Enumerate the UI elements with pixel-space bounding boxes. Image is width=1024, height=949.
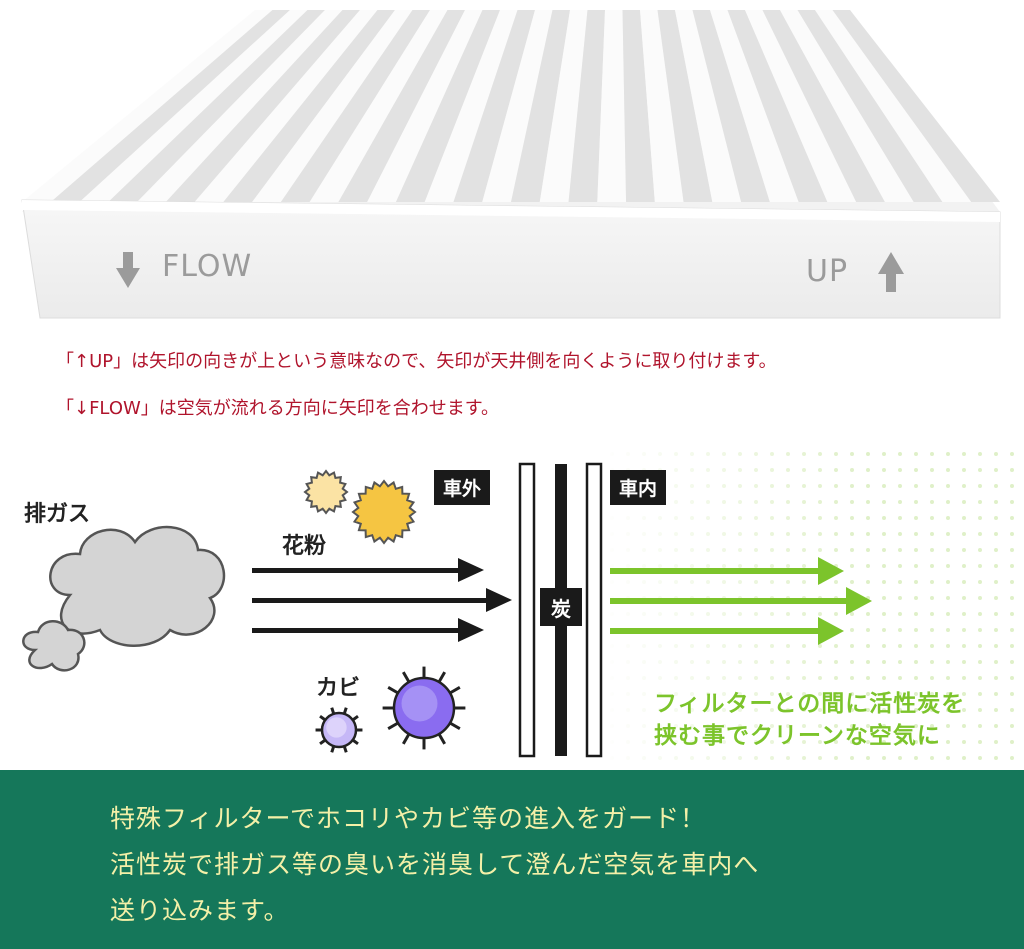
filter-pleat xyxy=(280,10,430,202)
filter-pleat xyxy=(309,10,448,202)
up-arrow-icon xyxy=(878,252,904,292)
exhaust-label: 排ガス xyxy=(24,502,91,527)
pollen-small-icon xyxy=(303,469,349,515)
filter-illustration: FLOW UP xyxy=(0,0,1024,330)
filter-pleat xyxy=(710,10,799,202)
banner-line-1: 特殊フィルターでホコリやカビ等の進入をガード！ xyxy=(110,804,707,833)
filter-pleat xyxy=(657,10,713,202)
banner-line-3: 送り込みます。 xyxy=(110,896,290,925)
incoming-air-arrows xyxy=(252,558,512,642)
filter-pleat xyxy=(815,10,972,202)
filter-pleat xyxy=(79,10,308,202)
up-label: UP xyxy=(806,254,849,289)
filter-pleat xyxy=(395,10,500,202)
filter-pleat xyxy=(568,10,605,202)
filter-pleat xyxy=(539,10,588,202)
filter-pleat xyxy=(745,10,857,202)
down-arrow-icon xyxy=(116,252,140,288)
filter-image xyxy=(21,10,1001,319)
filter-pleat xyxy=(832,10,1000,202)
filter-pleat xyxy=(797,10,943,202)
banner-line-2: 活性炭で排ガス等の臭いを消臭して澄んだ空気を車内へ xyxy=(110,850,760,879)
filter-pleat xyxy=(165,10,360,202)
outside-car-tag: 車外 xyxy=(434,470,491,505)
feature-banner xyxy=(0,770,1024,949)
filter-pleat xyxy=(453,10,535,202)
filter-pleat xyxy=(223,10,395,202)
filter-pleat xyxy=(252,10,413,202)
filter-pleat xyxy=(692,10,770,202)
filter-pleat xyxy=(727,10,828,202)
filter-pleat xyxy=(780,10,914,202)
filter-pleat xyxy=(108,10,325,202)
pollen-label: 花粉 xyxy=(282,534,327,559)
exhaust-cloud-icon xyxy=(22,525,226,672)
filter-layers xyxy=(518,462,603,758)
mold-small-icon xyxy=(315,707,363,753)
clean-air-message-line1: フィルターとの間に活性炭を xyxy=(654,691,966,717)
airflow-diagram xyxy=(0,450,1024,770)
diagram-graphics xyxy=(22,450,1024,770)
filter-pleat xyxy=(675,10,742,202)
filter-pleat xyxy=(194,10,378,202)
filter-pleat xyxy=(367,10,483,202)
filter-pleat xyxy=(338,10,465,202)
flow-label: FLOW xyxy=(162,249,253,284)
filter-pleat xyxy=(424,10,518,202)
caption-up-explanation: 「↑UP」は矢印の向きが上という意味なので、矢印が天井側を向くように取り付けます… xyxy=(56,351,777,372)
clean-air-message-line2: 挟む事でクリーンな空気に xyxy=(654,723,941,749)
caption-flow-explanation: 「↓FLOW」は空気が流れる方向に矢印を合わせます。 xyxy=(56,398,499,419)
mold-large-icon xyxy=(382,666,466,750)
filter-pleat xyxy=(597,10,627,202)
pollen-large-icon xyxy=(351,479,417,545)
mold-label: カビ xyxy=(316,676,361,701)
filter-pleat xyxy=(511,10,570,202)
filter-pleat xyxy=(22,10,273,202)
filter-pleat xyxy=(137,10,343,202)
filter-pleat xyxy=(640,10,684,202)
filter-pleat xyxy=(50,10,290,202)
clean-air-arrows xyxy=(610,557,872,645)
inside-car-tag: 車内 xyxy=(610,470,667,505)
filter-pleat xyxy=(482,10,553,202)
activated-carbon-tag: 炭 xyxy=(540,588,582,626)
filter-pleat xyxy=(622,10,655,202)
filter-pleat xyxy=(762,10,885,202)
